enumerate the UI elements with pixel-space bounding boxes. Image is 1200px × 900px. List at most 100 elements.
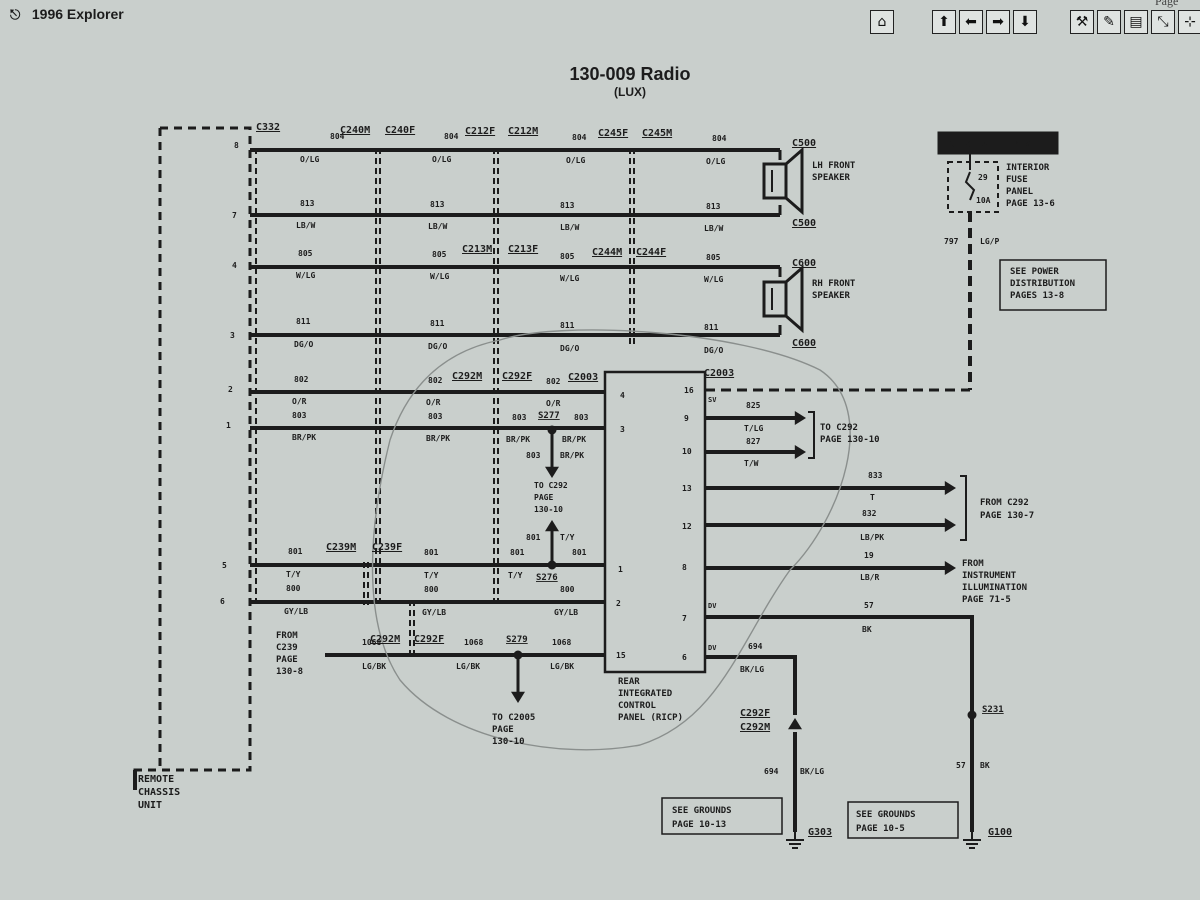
- arrow-down-icon: ⬇: [1019, 14, 1031, 30]
- toolbar-tools-group: ⚒ ✎▤⤡ ⊹: [1070, 10, 1200, 34]
- rh-speaker-label-line-2: SPEAKER: [812, 291, 851, 301]
- wire-800-number-2: 800: [424, 585, 439, 594]
- wire-694-number: 694: [748, 642, 763, 651]
- wire-811-color-2: DG/O: [428, 342, 447, 351]
- rh-speaker-label-line-1: RH FRONT: [812, 279, 856, 289]
- ricp-right-pin-7: 7: [682, 614, 687, 623]
- wire-804-number-3: 804: [572, 133, 587, 142]
- ricp-label-line-2: INTEGRATED: [618, 689, 673, 699]
- wire-802-number-2: 802: [428, 376, 443, 385]
- arrow-down-button[interactable]: ⬇: [1013, 10, 1037, 34]
- diagram-title-sub: (LUX): [614, 85, 646, 99]
- wire-805-color-2: W/LG: [430, 272, 449, 281]
- grounds-ref-box-b: [847, 801, 959, 839]
- ricp-label-line-3: CONTROL: [618, 701, 657, 711]
- splice-s231-label: S231: [982, 705, 1004, 715]
- connector-c212m-label: C212M: [508, 126, 538, 137]
- wire-803-number-4: 803: [574, 413, 589, 422]
- arrow-833: [944, 481, 956, 495]
- wire-803-color-3: BR/PK: [506, 435, 530, 444]
- connector-c212f-label: C212F: [465, 126, 495, 137]
- home-button[interactable]: ⌂: [870, 10, 894, 34]
- interior-fuse-panel-label-line-4: PAGE 13-6: [1006, 199, 1055, 209]
- wire-800-number-1: 800: [286, 584, 301, 593]
- splice-s231-dot: [967, 710, 977, 720]
- splice-s279-label: S279: [506, 635, 528, 645]
- pen-button[interactable]: ✎: [1097, 10, 1121, 34]
- connector-c244f-label: C244F: [636, 247, 666, 258]
- rcu-pin-4: 3: [230, 331, 235, 340]
- vehicle-header: ⎋ 1996 Explorer: [10, 6, 124, 23]
- rcu-box-outline: [133, 126, 252, 790]
- arrow-left-button[interactable]: ⬅: [959, 10, 983, 34]
- wire-811-color-4: DG/O: [704, 346, 723, 355]
- to-c292-ref-a-line-2: PAGE 130-10: [820, 435, 880, 445]
- arrow-right-button[interactable]: ➡: [986, 10, 1010, 34]
- wire-803-number-2: 803: [428, 412, 443, 421]
- wire-sv-label: SV: [708, 396, 717, 404]
- arrow-up-button[interactable]: ⬆: [932, 10, 956, 34]
- wire-797-number: 797: [944, 237, 959, 246]
- wire-811-number-1: 811: [296, 317, 311, 326]
- wire-19-number: 19: [864, 551, 874, 560]
- wire-801-number-4: 801: [572, 548, 587, 557]
- wire-803-branch-color: BR/PK: [560, 451, 584, 460]
- ricp-right-pin-5: 12: [682, 522, 692, 531]
- probe-button[interactable]: ⤡: [1151, 10, 1175, 34]
- rcu-pin-8: 6: [220, 597, 225, 606]
- to-c292-ref-a-line-1: TO C292: [820, 423, 858, 433]
- connector-c332-label: C332: [256, 122, 280, 133]
- arrow-825: [794, 411, 806, 425]
- wire-811-number-3: 811: [560, 321, 575, 330]
- network-button[interactable]: ⊹: [1178, 10, 1200, 34]
- wire-801-number-1: 801: [288, 547, 303, 556]
- power-distribution-ref-line-2: DISTRIBUTION: [1010, 279, 1075, 289]
- from-c239-ref-line-3: PAGE: [276, 655, 298, 665]
- wire-1068-color-2: LG/BK: [456, 662, 480, 671]
- to-c292-ref-b-line-1: TO C292: [534, 481, 568, 490]
- wire-803-number-3: 803: [512, 413, 527, 422]
- diagram-title-main: 130-009 Radio: [569, 64, 691, 84]
- wire-813-number-1: 813: [300, 199, 315, 208]
- connector-c500-bottom-label: C500: [792, 218, 816, 229]
- from-illumination-ref-line-2: INSTRUMENT: [962, 571, 1017, 581]
- wire-800-color-2: GY/LB: [422, 608, 446, 617]
- lh-front-speaker-cone: [785, 146, 804, 216]
- wire-805-number-2: 805: [432, 250, 447, 259]
- home-icon: ⌂: [877, 14, 887, 30]
- rcu-label-line-2: CHASSIS: [138, 787, 180, 798]
- wire-811-color-1: DG/O: [294, 340, 313, 349]
- connector-c292m-v-label: C292M: [740, 722, 770, 733]
- connector-c2003-right-label: C2003: [704, 368, 734, 379]
- from-c239-ref-line-2: C239: [276, 643, 298, 653]
- diagram-title: 130-009 Radio (LUX): [520, 64, 740, 99]
- wire-801-color-3: T/Y: [508, 571, 523, 580]
- connector-c500-top-label: C500: [792, 138, 816, 149]
- wire-802-number-3: 802: [546, 377, 561, 386]
- ricp-right-pin-1: 16: [684, 386, 694, 395]
- ricp-right-pin-8: 6: [682, 653, 687, 662]
- fuse-panel-box: [947, 161, 999, 213]
- grounds-ref-b-line-1: SEE GROUNDS: [856, 810, 916, 820]
- connector-c239m-label: C239M: [326, 542, 356, 553]
- from-illumination-ref-line-1: FROM: [962, 559, 984, 569]
- arrow-832: [944, 518, 956, 532]
- connector-c292m-b-label: C292M: [370, 634, 400, 645]
- wire-1068-number-2: 1068: [464, 638, 483, 647]
- grounds-ref-a-line-1: SEE GROUNDS: [672, 806, 732, 816]
- wire-694: [705, 655, 797, 715]
- tools-icon: ⚒: [1075, 14, 1089, 30]
- arrow-up-icon: ⬆: [938, 14, 950, 30]
- ground-g303-label: G303: [808, 827, 832, 838]
- document-button[interactable]: ▤: [1124, 10, 1148, 34]
- splice-s276-label: S276: [536, 573, 558, 583]
- tools-button[interactable]: ⚒: [1070, 10, 1094, 34]
- wire-801-branch-color: T/Y: [560, 533, 575, 542]
- wire-813-color-2: LB/W: [428, 222, 447, 231]
- network-icon: ⊹: [1184, 14, 1196, 30]
- arrow-left-icon: ⬅: [965, 14, 977, 30]
- bracket-from-c292: [960, 475, 967, 541]
- wire-1068-number-3: 1068: [552, 638, 571, 647]
- ricp-label-line-1: REAR: [618, 677, 640, 687]
